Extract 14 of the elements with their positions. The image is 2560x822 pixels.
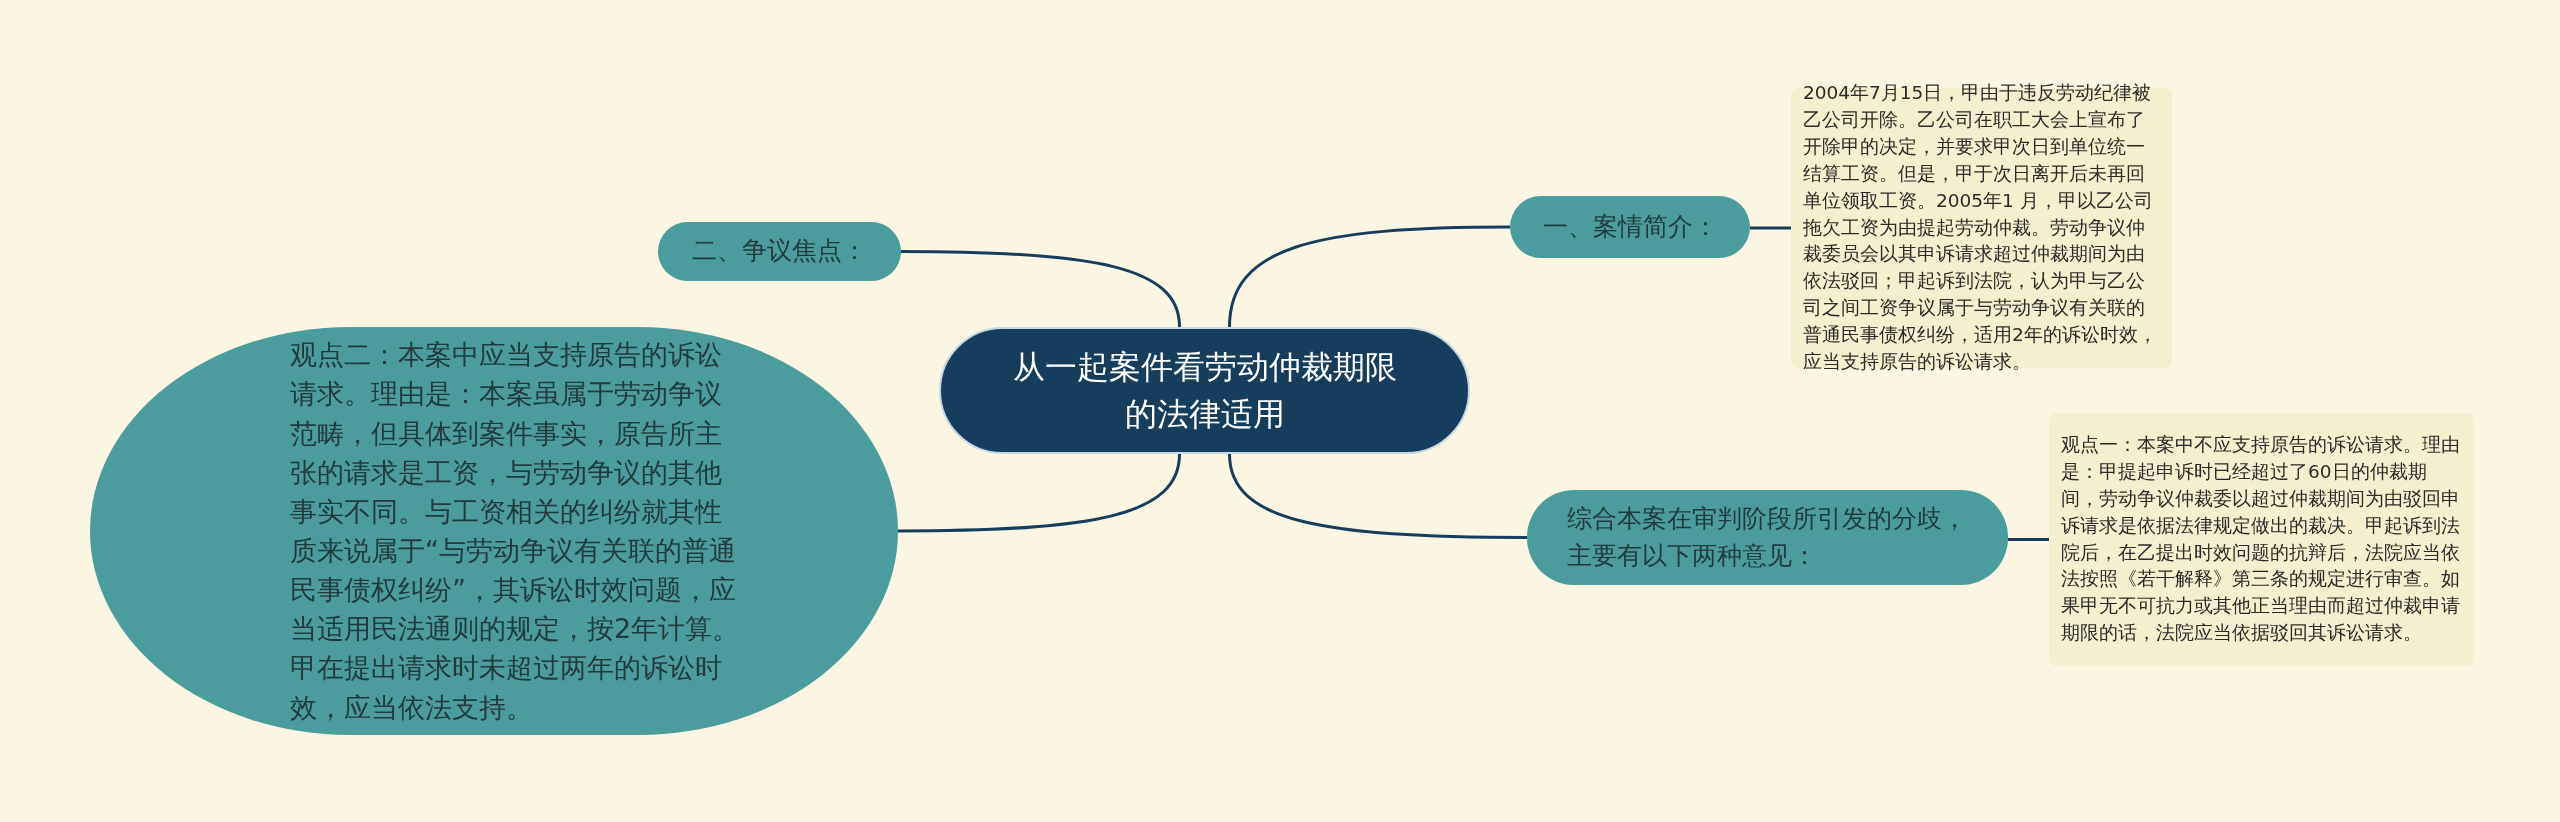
connector-line: [1228, 225, 1510, 328]
topic-text: 观点一：本案中不应支持原告的诉讼请求。理由是：甲提起申诉时已经超过了60日的仲裁期间，劳动争议仲裁委以超过仲裁期间为由驳回申诉请求是依据法律规定做出的裁决。甲起诉到法院后，在乙提出时效问题的抗辩后，法院应当依法按照《若干解释》第三条的规定进行审查。如果甲无不可抗力或其他正当理由而超过仲裁申请期限的话，法院应当依据驳回其诉讼请求。: [2061, 433, 2461, 645]
topic-text: 一、案情简介：: [1542, 210, 1718, 243]
topic-text: 二、争议焦点：: [692, 235, 867, 268]
topic-text: 2004年7月15日，甲由于违反劳动纪律被乙公司开除。乙公司在职工大会上宣布了开除甲的决定，并要求甲次日到单位统一结算工资。但是，甲于次日离开后未再回单位领取工资。2005年1 月，甲以乙公司拖欠工资为由提起劳动仲裁。劳动争议仲裁委员会以其申诉请求超过仲裁期间为由依法驳回；甲起诉到法院，认为甲与乙公司之间工资争议属于与劳动争议有关联的普通民事债权纠纷，适用2年的诉讼时效，应当支持原告的诉讼请求。: [1803, 81, 2158, 374]
connector-line: [898, 453, 1181, 533]
note-box: [2049, 413, 2474, 666]
connector-line: [1228, 453, 1527, 539]
topic-text: 从一起案件看劳动仲裁期限的法律适用: [1011, 347, 1398, 435]
topic-text: 综合本案在审判阶段所引发的分歧，主要有以下两种意见：: [1567, 503, 1968, 572]
connector-line: [2008, 538, 2049, 541]
connector-line: [1750, 226, 1791, 230]
topic-text: 观点二：本案中应当支持原告的诉讼请求。理由是：本案虽属于劳动争议范畴，但具体到案件事实，原告所主张的请求是工资，与劳动争议的其他事实不同。与工资相关的纠纷就其性质来说属于“与劳动争议有关联的普通民事债权纠纷”，其诉讼时效问题，应当适用民法通则的规定，按2年计算。甲在提出请求时未超过两年的诉讼时效，应当依法支持。: [290, 338, 741, 725]
connector-line: [901, 250, 1181, 328]
